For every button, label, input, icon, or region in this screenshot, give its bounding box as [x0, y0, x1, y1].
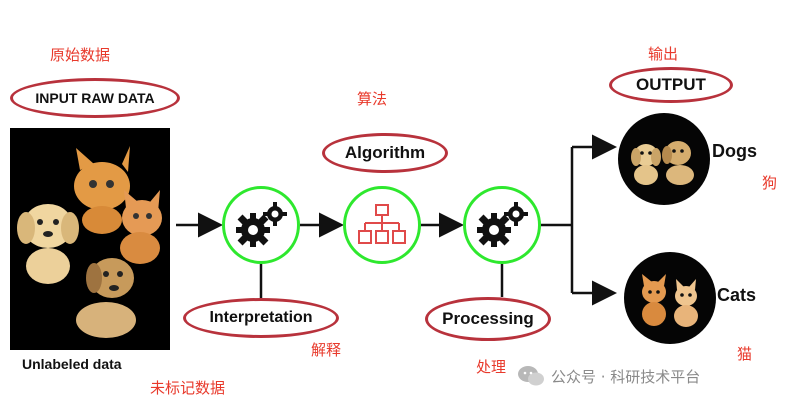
cats-cn-label: 猫 — [737, 345, 753, 363]
kitten-top — [74, 146, 130, 234]
processing-text: Processing — [442, 309, 534, 328]
dogs-label: Dogs — [712, 141, 757, 161]
algorithm-text: Algorithm — [344, 143, 426, 162]
input-raw-data-text: INPUT RAW DATA — [35, 90, 155, 106]
interpretation-text: Interpretation — [209, 309, 313, 326]
interpretation-cn-label: 解释 — [311, 341, 342, 359]
watermark: 公众号 · 科研技术平台 — [517, 365, 700, 387]
wechat-icon — [518, 366, 544, 386]
output-text: OUTPUT — [636, 75, 706, 94]
input-raw-data-pill: INPUT RAW DATA — [10, 78, 180, 118]
interpretation-node — [222, 186, 300, 264]
output-pill: OUTPUT — [609, 67, 733, 103]
dogs-output-image — [618, 113, 710, 205]
dogs-cn-label: 狗 — [762, 174, 778, 192]
unlabeled-cn-label: 未标记数据 — [150, 379, 226, 397]
raw-data-image — [10, 128, 170, 350]
interpretation-pill: Interpretation — [183, 298, 339, 338]
hierarchy-icon — [358, 204, 406, 244]
dog-bottom — [76, 258, 136, 338]
cats-label: Cats — [717, 285, 757, 305]
gears-icon — [236, 202, 287, 247]
cats-output-image — [624, 252, 716, 344]
processing-pill: Processing — [425, 297, 551, 341]
gears-icon — [477, 202, 528, 247]
algorithm-pill: Algorithm — [322, 133, 448, 173]
processing-node — [463, 186, 541, 264]
algorithm-cn-label: 算法 — [357, 90, 388, 108]
processing-cn-label: 处理 — [476, 358, 507, 376]
algorithm-node — [343, 186, 421, 264]
puppy-left — [17, 204, 79, 284]
watermark-text: 公众号 · 科研技术平台 — [551, 367, 701, 386]
output-cn-label: 输出 — [648, 45, 679, 63]
kitten-right — [120, 190, 162, 264]
unlabeled-data-caption: Unlabeled data — [22, 356, 122, 372]
input-cn-label: 原始数据 — [50, 46, 111, 64]
